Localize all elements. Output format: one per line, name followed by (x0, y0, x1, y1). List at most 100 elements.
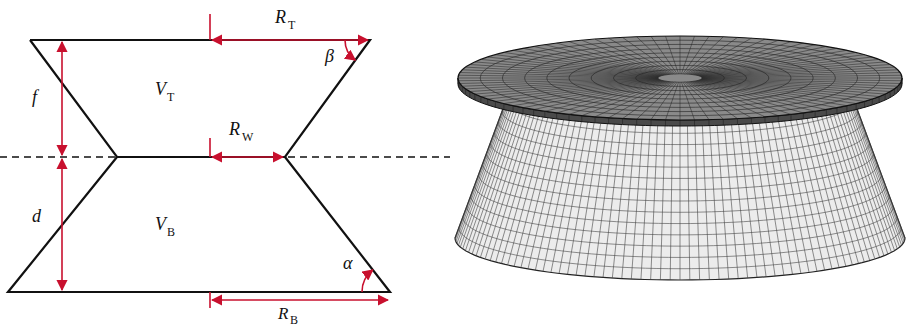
extension-line (209, 292, 211, 308)
mesh-line (745, 120, 766, 277)
mesh-line (826, 110, 827, 116)
mesh-line (691, 82, 791, 115)
mesh-line (503, 104, 504, 110)
mesh-line (701, 79, 890, 91)
mesh-line (569, 82, 669, 115)
dimension-symbol: d (32, 207, 41, 225)
mesh-line (458, 78, 657, 80)
dimension-subscript: W (242, 131, 253, 143)
mesh-line (459, 83, 460, 89)
waist-dashed-line (0, 156, 450, 158)
mesh-line (641, 122, 651, 280)
mesh-line (696, 81, 837, 108)
mesh-line (791, 114, 792, 120)
mesh-line (609, 38, 673, 74)
mesh-line (523, 48, 664, 75)
mesh-line (534, 46, 666, 74)
mesh-line (460, 97, 514, 247)
disk-top (458, 36, 902, 120)
mesh-line (545, 45, 667, 75)
mesh-line (702, 79, 898, 86)
mesh-line (501, 109, 545, 263)
mesh-line (684, 82, 723, 119)
volume-symbol: V (155, 80, 166, 98)
dimension-subscript: B (290, 314, 298, 326)
mesh-line (687, 122, 689, 280)
mesh-line (504, 52, 663, 75)
mesh-line (695, 81, 827, 109)
disk-rim-lines (458, 78, 902, 126)
mesh-line (702, 75, 901, 77)
mesh-line (872, 99, 873, 105)
mesh-line (513, 106, 514, 112)
mesh-line (488, 80, 661, 99)
mesh-line (702, 122, 709, 280)
mesh-line (622, 121, 636, 279)
mesh-line (495, 55, 661, 76)
mesh-line (457, 94, 512, 243)
dimension-arrow (212, 299, 388, 301)
mesh-line (692, 81, 803, 112)
mesh-line (827, 106, 875, 259)
angle-symbol: α (343, 254, 352, 272)
mesh-line (557, 43, 668, 74)
mesh-line (844, 98, 897, 249)
mesh-line (783, 115, 816, 271)
mesh-line (751, 118, 752, 124)
mesh-line (764, 117, 765, 123)
mesh-line (545, 81, 667, 111)
mesh-line (569, 114, 570, 120)
mesh-line (651, 122, 658, 280)
mesh-line (717, 121, 729, 279)
mesh-ring (658, 74, 702, 82)
mesh-line (612, 121, 629, 279)
mesh-line (551, 116, 583, 272)
mesh-line (690, 82, 778, 116)
mesh-line (680, 36, 681, 74)
mesh-line (623, 37, 675, 74)
mesh-line (683, 82, 709, 119)
mesh-line (710, 122, 720, 280)
mesh-line (670, 122, 672, 280)
dimension-arrow (212, 156, 283, 158)
mesh-line (771, 117, 801, 273)
mesh-line (708, 120, 709, 126)
extension-line (209, 138, 211, 157)
mesh-line (687, 82, 751, 118)
mesh-line (699, 80, 872, 99)
mesh-line (465, 89, 466, 95)
mesh-line (698, 81, 857, 104)
extension-line (209, 14, 211, 40)
mesh-line (495, 101, 496, 107)
mesh-line (535, 115, 570, 271)
mesh-line (815, 111, 816, 117)
mesh-line (458, 78, 459, 84)
mesh-line (458, 96, 512, 246)
mesh-line (800, 113, 839, 268)
mesh-line (495, 80, 661, 101)
mesh-line (900, 83, 901, 89)
mesh-line (856, 104, 857, 110)
mesh-line (533, 110, 534, 116)
mesh-line (831, 105, 880, 258)
mesh-line (723, 119, 724, 125)
mesh-line (879, 97, 880, 103)
mesh-line (523, 108, 524, 114)
mesh-line (458, 78, 658, 79)
dimension-symbol: f (32, 88, 37, 106)
mesh-model (455, 36, 905, 280)
schematic-outline (8, 40, 390, 292)
mesh-line (496, 108, 541, 262)
mesh-line (474, 94, 475, 100)
mesh-line (462, 86, 463, 92)
mesh-line (695, 122, 700, 280)
mesh-line (665, 120, 666, 126)
mesh-line (885, 94, 886, 100)
mesh-line (470, 79, 659, 91)
mesh-line (514, 112, 555, 267)
mesh-line (455, 91, 510, 239)
mesh-line (455, 90, 510, 238)
mesh-line (609, 82, 673, 118)
mesh-line (686, 82, 738, 119)
mesh-line (846, 97, 900, 247)
